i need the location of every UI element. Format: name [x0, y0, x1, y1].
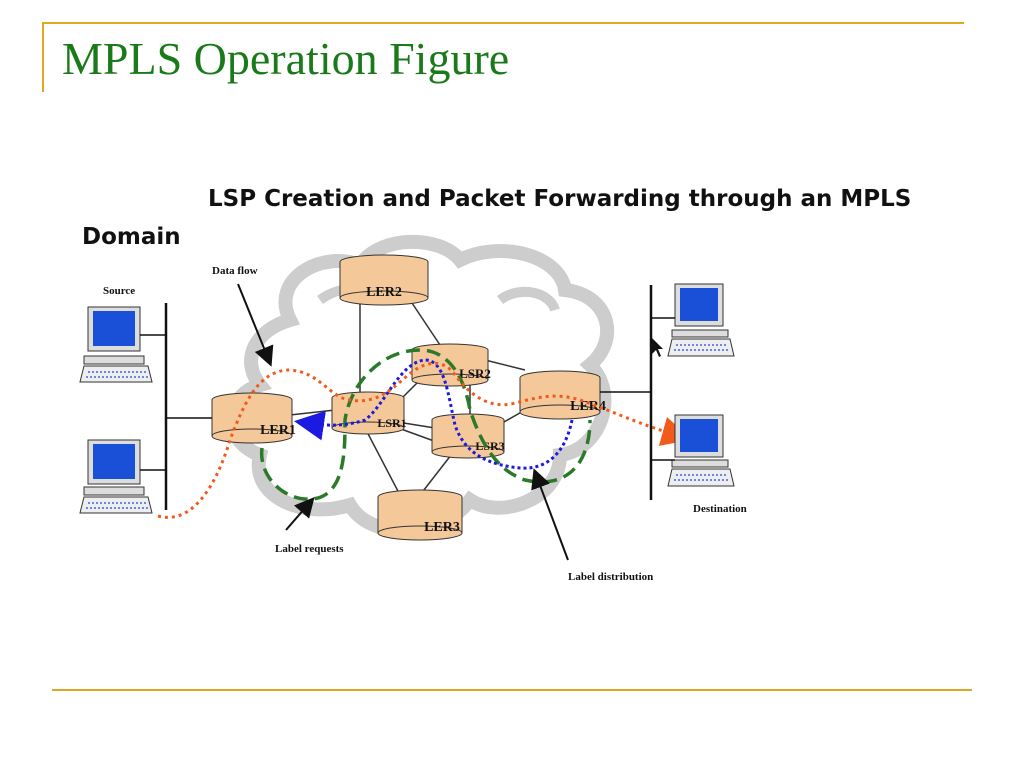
ler4-label: LER4 [570, 399, 606, 414]
ler2-label: LER2 [366, 285, 402, 300]
lsr1-label: LSR1 [377, 416, 406, 430]
ler1-label: LER1 [260, 423, 296, 438]
router-lsr3: LSR3 [431, 413, 505, 459]
lsr3-label: LSR3 [475, 439, 504, 453]
label-distribution-label: Label distribution [568, 571, 653, 583]
ler3-label: LER3 [424, 520, 460, 535]
router-ler3: LER3 [377, 489, 463, 541]
lsr2-label: LSR2 [459, 366, 491, 381]
destination-bus [600, 285, 675, 500]
label-distribution-path [294, 358, 574, 470]
router-ler2: LER2 [339, 254, 429, 306]
router-lsr2: LSR2 [411, 343, 491, 387]
label-requests-label: Label requests [275, 543, 344, 555]
destination-computer-bottom [667, 414, 735, 487]
slide-title: MPLS Operation Figure [62, 33, 510, 84]
data-flow-label: Data flow [212, 265, 258, 277]
source-computer-top [79, 306, 153, 383]
destination-computer-top [667, 283, 735, 357]
label-requests-pointer [285, 496, 315, 531]
title-side-rule [42, 22, 44, 92]
data-flow-path [157, 361, 692, 519]
footer-rule [52, 689, 972, 691]
destination-label: Destination [693, 503, 747, 515]
figure-title: LSP Creation and Packet Forwarding throu… [208, 186, 912, 212]
figure-title-continued: Domain [82, 224, 181, 250]
router-ler1: LER1 [211, 392, 296, 444]
data-flow-pointer [237, 283, 274, 367]
router-links [289, 299, 526, 496]
source-label: Source [103, 285, 135, 297]
cursor-icon [652, 338, 663, 357]
label-distribution-pointer [531, 468, 569, 561]
title-top-rule [42, 22, 964, 24]
source-computer-bottom [79, 439, 153, 514]
source-bus [140, 303, 212, 510]
label-requests-path [260, 348, 592, 501]
